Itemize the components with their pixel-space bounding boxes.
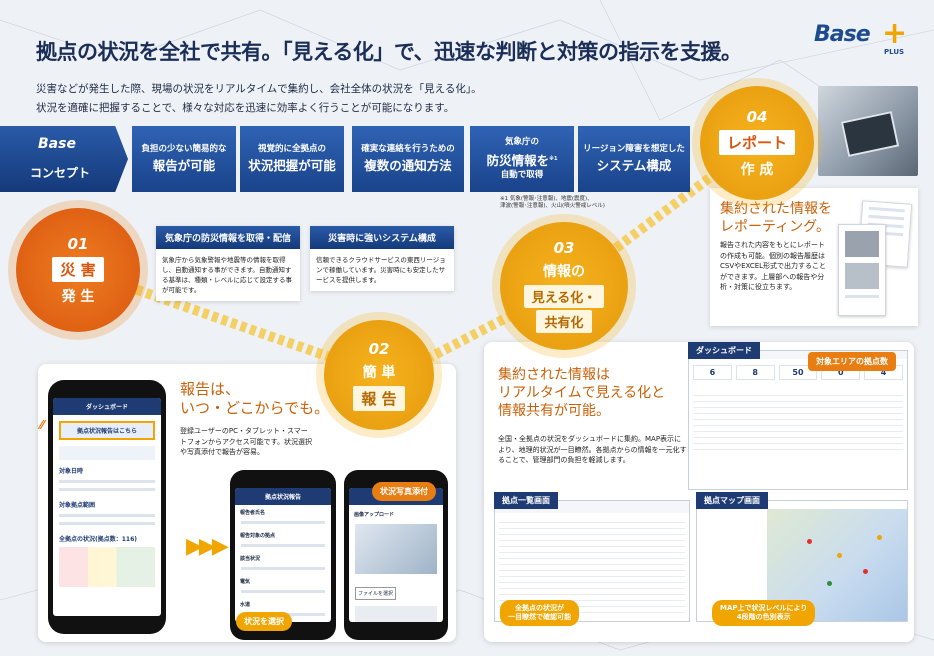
phone-row: 報告対象の拠点 bbox=[240, 533, 276, 539]
report-link-button[interactable]: 拠点状況報告はこちら bbox=[59, 421, 155, 440]
step-sub: 情報の bbox=[543, 264, 585, 280]
concept-item-notification: 確実な連絡を行うための 複数の通知方法 bbox=[352, 126, 464, 192]
map-pin-icon[interactable] bbox=[877, 535, 882, 540]
step-sub: 簡 単 bbox=[362, 364, 396, 381]
step-04-report: 04 レポート 作 成 bbox=[700, 86, 814, 200]
flow-dashed-line bbox=[78, 136, 763, 384]
step-02-easy-report: 02 簡 単 報 告 bbox=[324, 320, 434, 430]
feature-system: 災害時に強いシステム構成 信頼できるクラウドサービスの東西リージョンで稼働してい… bbox=[310, 226, 454, 291]
step-tag: 報 告 bbox=[353, 385, 405, 411]
map-pin-icon[interactable] bbox=[827, 581, 832, 586]
step-number: 01 bbox=[67, 234, 89, 253]
tablet-photo-icon bbox=[818, 86, 918, 176]
report-panel-title: 報告は、 いつ・どこからでも。 bbox=[180, 380, 330, 417]
step-01-disaster: 01 災 害 発 生 bbox=[16, 208, 140, 332]
step-sub: 作 成 bbox=[740, 161, 774, 178]
feature-title: 災害時に強いシステム構成 bbox=[310, 226, 454, 249]
concept-main: 報告が可能 bbox=[152, 158, 216, 173]
phone-row: 画像アップロード bbox=[354, 512, 395, 518]
concept-label: Base コンセプト bbox=[0, 126, 128, 192]
concept-sub2: 自動で取得 bbox=[500, 169, 544, 180]
tab-site-map: 拠点マップ画面 bbox=[696, 492, 768, 509]
dash-count: 6 bbox=[693, 365, 732, 380]
map-pin-icon[interactable] bbox=[863, 569, 868, 574]
concept-sub: リージョン障害を想定した bbox=[583, 144, 685, 154]
step-tag: 災 害 bbox=[52, 256, 104, 282]
phone-row: 水道 bbox=[240, 602, 251, 608]
report-panel-text: 登録ユーザーのPC・タブレット・スマートフォンからアクセス可能です。状況選択や写… bbox=[180, 427, 312, 456]
step-tag: 共有化 bbox=[536, 310, 592, 333]
pill-map-levels: MAP上で状況レベルにより 4段階の色別表示 bbox=[712, 600, 816, 626]
concept-main: 防災情報を※1 bbox=[486, 153, 558, 169]
step-tag: レポート bbox=[718, 129, 795, 155]
phone-row: 全拠点の状況(拠点数：116) bbox=[59, 536, 138, 543]
feature-text: 信頼できるクラウドサービスの東西リージョンで稼働しています。災害時にも安定したサ… bbox=[316, 256, 446, 284]
tab-site-list: 拠点一覧画面 bbox=[494, 492, 558, 509]
phone-row: 対象拠点範囲 bbox=[59, 502, 96, 509]
pill-select-status: 状況を選択 bbox=[236, 612, 292, 631]
concept-main: 状況把握が可能 bbox=[248, 158, 336, 173]
concept-item-weather: 気象庁の 防災情報を※1 自動で取得 bbox=[470, 126, 574, 192]
phone-header: ダッシュボード bbox=[53, 398, 161, 415]
dash-count: 50 bbox=[778, 365, 818, 380]
phone-row: 該当状況 bbox=[240, 556, 261, 562]
phone-row: 報告者氏名 bbox=[240, 510, 266, 516]
concept-sub: 負担の少ない簡易的な bbox=[141, 144, 227, 154]
intro-text: 災害などが発生した際、現場の状況をリアルタイムで集約し、会社全体の状況を「見える… bbox=[36, 80, 482, 118]
step-number: 02 bbox=[368, 339, 390, 358]
concept-item-visual: 視覚的に全拠点の 状況把握が可能 bbox=[240, 126, 344, 192]
concept-sub: 気象庁の bbox=[504, 137, 539, 148]
concept-main: 複数の通知方法 bbox=[364, 158, 452, 173]
concept-item-system: リージョン障害を想定した システム構成 bbox=[578, 126, 690, 192]
step-sub: 発 生 bbox=[61, 288, 95, 305]
feature-weather: 気象庁の防災情報を取得・配信 気象庁から気象警報や地震等の情報を取得し、自動通知… bbox=[156, 226, 300, 301]
base-plus-logo: Base + PLUS bbox=[814, 16, 908, 56]
step-number: 04 bbox=[746, 107, 768, 126]
concept-logo: Base bbox=[38, 136, 76, 152]
intro-line-1: 災害などが発生した際、現場の状況をリアルタイムで集約し、会社全体の状況を「見える… bbox=[36, 83, 482, 95]
share-panel-title: 集約された情報は リアルタイムで見える化と 情報共有が可能。 bbox=[498, 367, 666, 419]
phone-report-form: 拠点状況報告 報告者氏名 報告対象の拠点 該当状況 電気 水道 bbox=[230, 470, 336, 640]
page-headline: 拠点の状況を全社で共有。「見える化」で、迅速な判断と対策の指示を支援。 bbox=[36, 40, 742, 64]
concept-item-simple-report: 負担の少ない簡易的な 報告が可能 bbox=[132, 126, 236, 192]
map-pin-icon[interactable] bbox=[807, 539, 812, 544]
file-select-button[interactable]: ファイルを選択 bbox=[355, 587, 397, 600]
pill-photo-attach: 状況写真添付 bbox=[372, 482, 436, 501]
step-tag: 見える化・ bbox=[523, 285, 605, 308]
phone-row: 対象日時 bbox=[59, 468, 84, 475]
concept-main: システム構成 bbox=[596, 158, 672, 173]
building-photo bbox=[355, 524, 437, 574]
map-pin-icon[interactable] bbox=[837, 553, 842, 558]
report-box: 集約された情報を レポーティング。 報告された内容をもとにレポートの作成も可能。… bbox=[710, 188, 918, 326]
phone-header: 拠点状況報告 bbox=[235, 488, 331, 505]
step-number: 03 bbox=[553, 239, 575, 257]
step-03-visualize: 03 情報の 見える化・ 共有化 bbox=[500, 222, 628, 350]
report-text: 報告された内容をもとにレポートの作成も可能。個別の報告履歴はCSVやEXCEL形… bbox=[720, 241, 827, 291]
phone-dashboard: ダッシュボード 拠点状況報告はこちら 対象日時 対象拠点範囲 全拠点の状況(拠点… bbox=[48, 380, 166, 634]
feature-title: 気象庁の防災情報を取得・配信 bbox=[156, 226, 300, 249]
concept-title: コンセプト bbox=[30, 166, 91, 180]
dash-count: 8 bbox=[735, 365, 775, 380]
feature-text: 気象庁から気象警報や地震等の情報を取得し、自動通知する事ができます。自動通知する… bbox=[162, 256, 292, 294]
pill-list-status: 全拠点の状況が 一目瞭然で確認可能 bbox=[500, 600, 579, 626]
phone-row: 電気 bbox=[240, 579, 251, 585]
tab-dashboard: ダッシュボード bbox=[688, 342, 760, 359]
dashboard-screen: 6 8 50 0 4 bbox=[688, 350, 908, 490]
intro-line-2: 状況を適確に把握することで、様々な対応を迅速に効率よく行うことが可能になります。 bbox=[36, 102, 455, 114]
concept-sub: 確実な連絡を行うための bbox=[361, 144, 455, 154]
footnote: ※1 気象(警報･注意報)、地震(震度)、 津波(警報･注意報)、火山(噴火警戒… bbox=[500, 196, 605, 209]
share-panel-text: 全国・全拠点の状況をダッシュボードに集約。MAP表示により、地理的状況が一目瞭然… bbox=[498, 435, 687, 464]
report-document bbox=[838, 224, 886, 316]
alert-mark-icon: ⁄⁄ bbox=[40, 418, 45, 432]
chevron-right-icon: ▶▶▶ bbox=[186, 534, 229, 559]
report-title: 集約された情報を レポーティング。 bbox=[720, 201, 832, 235]
pill-target-area: 対象エリアの拠点数 bbox=[808, 352, 896, 371]
concept-sub: 視覚的に全拠点の bbox=[257, 144, 326, 154]
